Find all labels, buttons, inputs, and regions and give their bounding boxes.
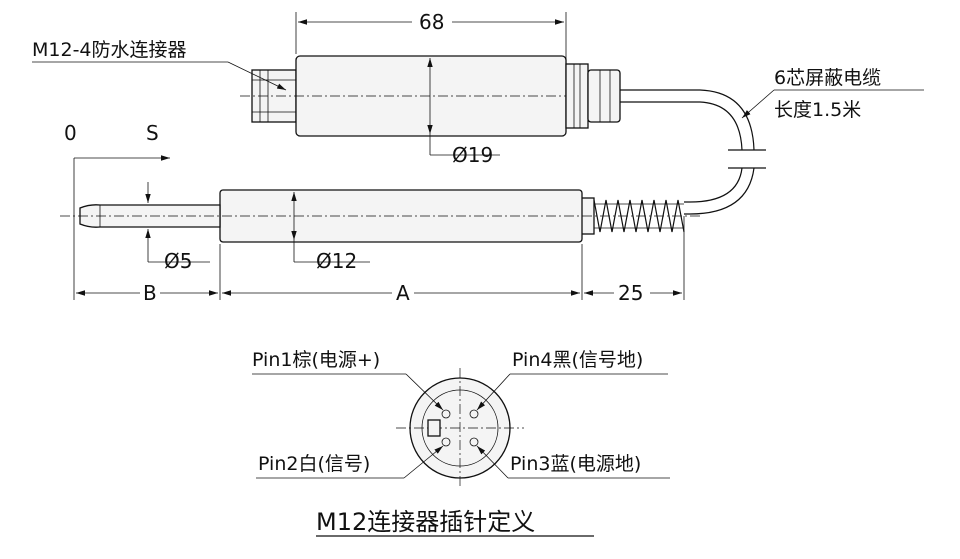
body-diameter-dimension: Ø12 [291,192,370,273]
dimension-b-label: B [143,281,157,305]
pin1-label: Pin1棕(电源+) [252,349,380,371]
pin3-label: Pin3蓝(电源地) [510,453,641,475]
connector-callout: M12-4防水连接器 [32,39,287,91]
pin1-dot [441,409,451,419]
caption-text: M12连接器插针定义 [316,508,535,536]
dimension-25-label: 25 [618,281,643,305]
housing-length-label: 68 [419,10,444,34]
pin3-dot [469,437,479,447]
pin2-dot [441,437,451,447]
probe-assembly [60,167,755,243]
dimension-a-label: A [396,281,410,305]
housing-length-dimension: 68 [295,10,567,62]
rod-diameter-dimension: Ø5 [145,182,210,273]
body-diameter-label: Ø12 [316,249,357,273]
m12-pin-diagram: Pin1棕(电源+) Pin4黑(信号地) Pin2白(信号) Pin3蓝(电源… [252,349,670,488]
travel-s-label: S [146,121,159,145]
cable-gland [565,63,589,129]
caption: M12连接器插针定义 [316,508,594,537]
cable-label-line2: 长度1.5米 [774,99,861,121]
rod-diameter-label: Ø5 [164,249,192,273]
connector-housing-assembly [240,55,766,169]
cable-callout: 6芯屏蔽电缆 长度1.5米 [741,67,924,121]
length-dimension-chain: B A 25 [76,216,685,305]
pin2-label: Pin2白(信号) [258,453,370,475]
travel-zero-label: 0 [64,121,77,145]
probe-body [219,189,583,243]
pin4-dot [469,409,479,419]
shielded-cable-lower [684,167,755,215]
cable-label-line1: 6芯屏蔽电缆 [774,67,881,89]
shielded-cable-upper [620,89,755,151]
pin4-label: Pin4黑(信号地) [512,349,643,371]
housing-diameter-dimension: Ø19 [427,58,500,167]
housing-diameter-label: Ø19 [452,143,493,167]
travel-indicator: 0 S [64,121,170,300]
connector-label: M12-4防水连接器 [32,39,187,61]
